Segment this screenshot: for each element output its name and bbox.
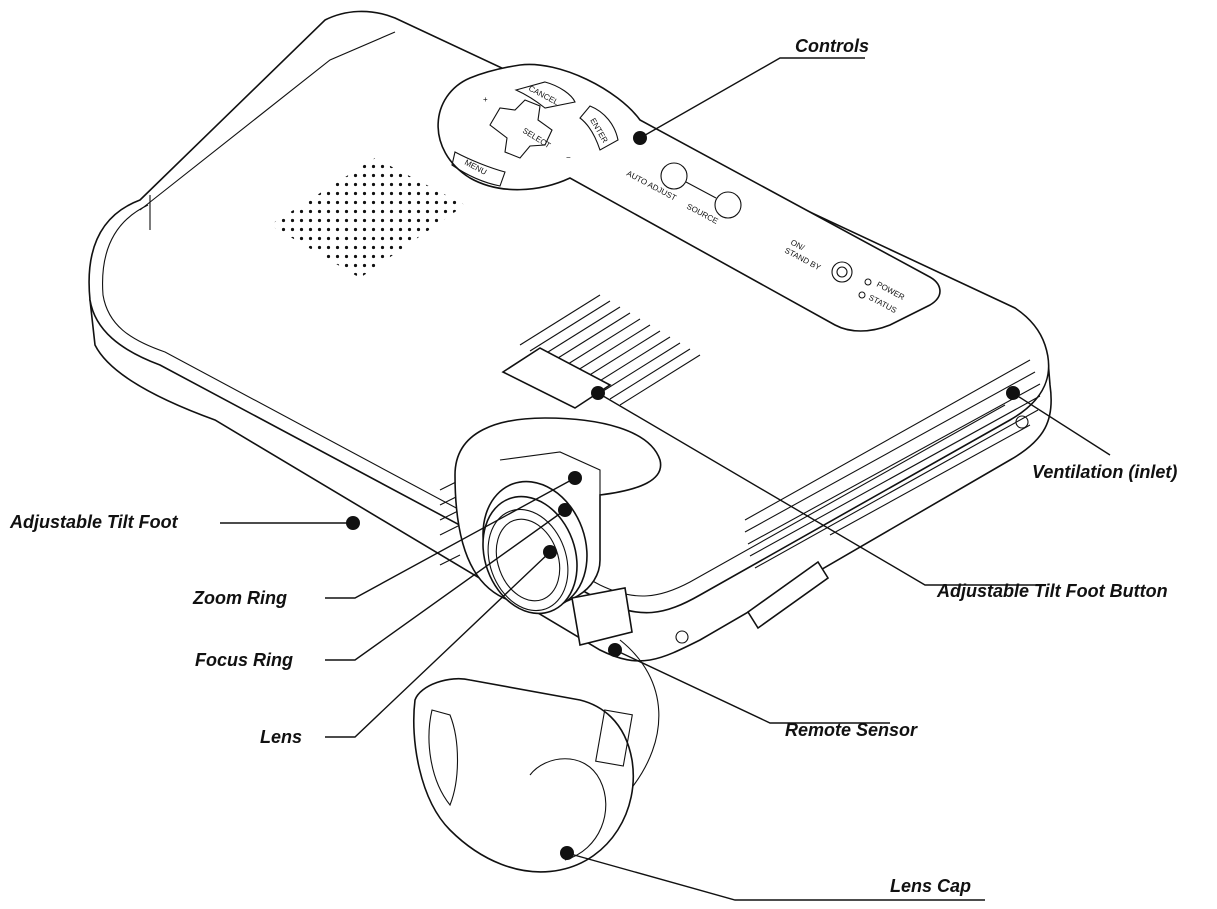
leader-focus-ring bbox=[325, 509, 566, 661]
auto-adjust-button[interactable] bbox=[660, 162, 688, 190]
status-led-icon bbox=[858, 291, 866, 299]
minus-label: − bbox=[566, 153, 571, 162]
side-vent bbox=[744, 359, 1041, 569]
label-tilt-foot: Adjustable Tilt Foot bbox=[9, 512, 179, 532]
label-lens: Lens bbox=[260, 727, 302, 747]
leader-lens bbox=[325, 551, 551, 738]
marker-controls bbox=[633, 131, 647, 145]
speaker-grille bbox=[270, 158, 465, 278]
lens-cap-tether bbox=[619, 639, 660, 791]
marker-tilt-foot bbox=[346, 516, 360, 530]
marker-remote-sensor bbox=[608, 643, 622, 657]
callout-leaders bbox=[220, 57, 1111, 901]
marker-focus-ring bbox=[558, 503, 572, 517]
leader-lens-cap bbox=[566, 852, 985, 901]
label-tilt-foot-button: Adjustable Tilt Foot Button bbox=[936, 581, 1168, 601]
callout-labels: Controls Ventilation (inlet) Adjustable … bbox=[9, 36, 1177, 896]
control-panel: SELECT CANCEL ENTER MENU + − AUTO ADJUST… bbox=[437, 63, 941, 332]
label-focus-ring: Focus Ring bbox=[195, 650, 293, 670]
leader-remote-sensor bbox=[614, 649, 890, 724]
leader-zoom-ring bbox=[325, 477, 576, 599]
plus-label: + bbox=[483, 95, 488, 104]
marker-lens bbox=[543, 545, 557, 559]
marker-tilt-foot-button bbox=[591, 386, 605, 400]
marker-ventilation bbox=[1006, 386, 1020, 400]
source-button[interactable] bbox=[714, 191, 742, 219]
label-lens-cap: Lens Cap bbox=[890, 876, 971, 896]
leader-tilt-foot-button bbox=[597, 392, 1045, 586]
cancel-button[interactable] bbox=[514, 81, 576, 109]
marker-lens-cap bbox=[560, 846, 574, 860]
marker-zoom-ring bbox=[568, 471, 582, 485]
rear-foot bbox=[746, 560, 830, 630]
label-zoom-ring: Zoom Ring bbox=[192, 588, 287, 608]
remote-sensor-window bbox=[571, 587, 633, 646]
label-remote-sensor: Remote Sensor bbox=[785, 720, 918, 740]
label-ventilation: Ventilation (inlet) bbox=[1032, 462, 1177, 482]
menu-button[interactable] bbox=[451, 151, 506, 187]
leader-ventilation bbox=[1012, 392, 1111, 456]
label-controls: Controls bbox=[795, 36, 869, 56]
top-vent bbox=[519, 294, 701, 406]
lens-cap bbox=[412, 677, 634, 873]
enter-button[interactable] bbox=[579, 105, 619, 151]
select-pad[interactable] bbox=[489, 99, 553, 159]
power-led-icon bbox=[864, 278, 872, 286]
tilt-foot-button-window[interactable] bbox=[501, 347, 612, 409]
front-port bbox=[675, 630, 689, 644]
power-button[interactable] bbox=[831, 261, 853, 283]
leader-controls bbox=[639, 57, 865, 139]
